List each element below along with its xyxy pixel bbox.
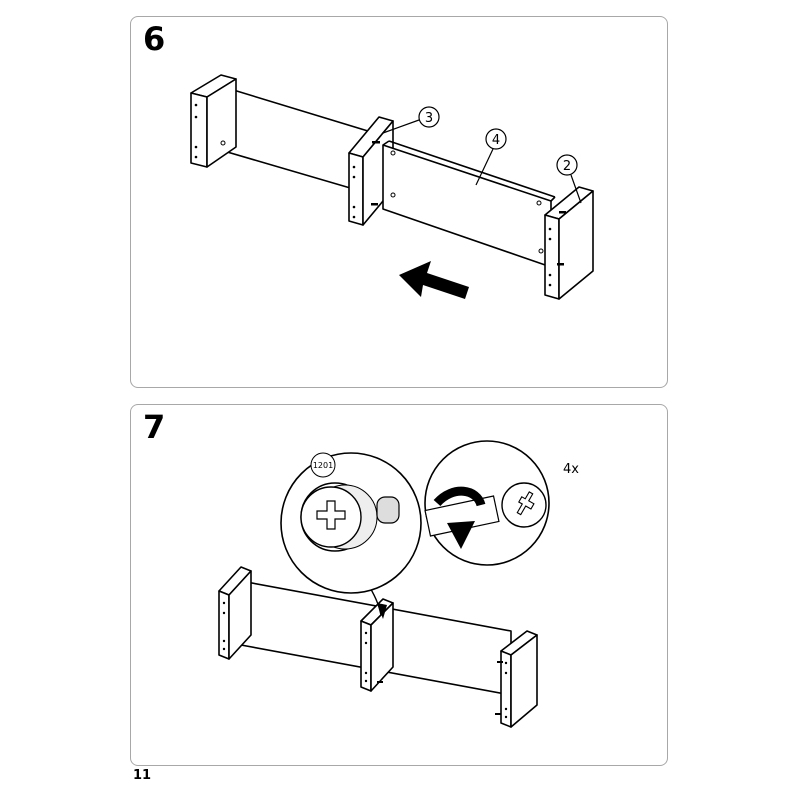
rotation-arrow-icon: [433, 486, 486, 507]
callout-4-label: 4: [492, 133, 500, 148]
cross-slot-icon: [316, 500, 346, 530]
callout-3-label: 3: [425, 111, 433, 126]
step-7-panel: 7: [130, 404, 668, 766]
panel-4: [382, 144, 552, 268]
rotated-cross-slot-icon: [516, 491, 535, 516]
callout-3: [382, 106, 440, 134]
dowel-holes: [194, 103, 566, 287]
part-number-label: 1201: [313, 461, 333, 470]
callout-2-label: 2: [563, 159, 571, 174]
cam-lock-detail-circle: 1201: [280, 452, 422, 594]
cam-lock-turned-detail-circle: [424, 440, 550, 566]
direction-arrow: [399, 261, 469, 299]
callout-2: [556, 154, 582, 204]
quantity-label: 4x: [563, 462, 579, 477]
callout-4: [475, 128, 507, 186]
step-6-number: 6: [143, 20, 166, 58]
page-number: 11: [133, 768, 152, 783]
step-6-illustration: 3 4 2: [190, 74, 594, 300]
step-7-number: 7: [143, 408, 166, 446]
dowel-pin-icon: [376, 496, 400, 524]
step-6-panel: 6: [130, 16, 668, 388]
step-7-illustration: 1201 4x: [218, 440, 579, 728]
